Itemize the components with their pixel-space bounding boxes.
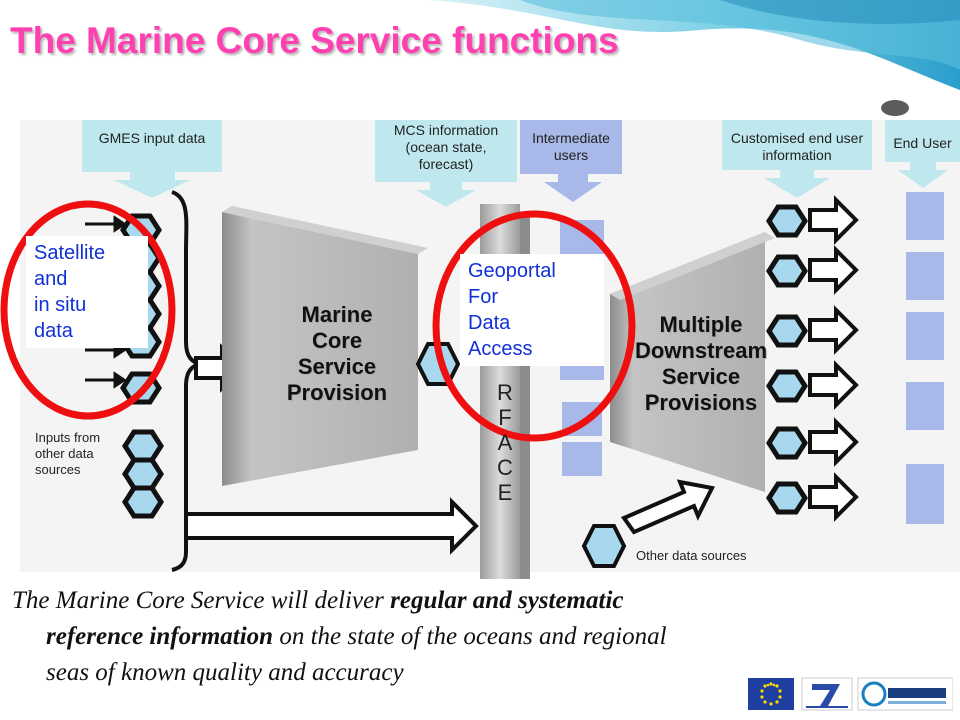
- interface-letter: C: [497, 455, 513, 480]
- eu-flag-logo: [748, 678, 794, 710]
- callout-geoportal-line4: Access: [468, 338, 533, 360]
- callout-geoportal-line3: Data: [468, 312, 511, 334]
- interface-letters: R F A C E: [485, 380, 525, 505]
- block-downstream-line3: Service: [661, 364, 741, 389]
- callout-satellite-line3: in situ: [34, 294, 87, 316]
- block-downstream-provisions: Multiple Downstream Service Provisions: [616, 312, 786, 416]
- end-user-stack: [906, 192, 944, 524]
- header-mcs-information-box: [375, 120, 517, 207]
- callout-satellite-line1: Satellite: [34, 242, 106, 264]
- caption-line1: The Marine Core Service will deliver reg…: [12, 583, 942, 619]
- interface-letter: R: [497, 380, 513, 405]
- output-hexagons: [766, 204, 808, 515]
- bypass-arrow: [184, 497, 479, 555]
- block-downstream-line2: Downstream: [634, 338, 768, 363]
- header-end-user-box: [885, 120, 960, 188]
- caption-part1: The Marine Core Service will deliver: [12, 587, 391, 614]
- other-sources-arrow: [620, 479, 715, 535]
- block-mcs-line2: Core: [311, 328, 363, 353]
- caption-part2: on the state of the oceans and regional: [273, 623, 667, 650]
- caption-bold1: regular and systematic: [390, 587, 624, 614]
- header-end-user: End User: [893, 135, 952, 151]
- interface-letter: F: [498, 405, 512, 430]
- block-downstream-line1: Multiple: [659, 312, 743, 337]
- mcs-funnel-shape: [222, 212, 418, 486]
- header-gmes-input-box: [82, 120, 222, 198]
- page-title: The Marine Core Service functions: [10, 20, 619, 61]
- geoportal-highlight-ring: [432, 210, 636, 442]
- callout-geoportal-line1: Geoportal: [468, 260, 556, 282]
- input-hexagons-bottom: [122, 429, 164, 519]
- header-intermediate-users-box: [520, 120, 622, 202]
- output-arrows: [808, 195, 859, 522]
- block-mcs-provision: Marine Core Service Provision: [262, 302, 412, 406]
- header-gmes-input: GMES input data: [98, 130, 206, 146]
- mcs-diagram: GMES input data MCS information (ocean s…: [0, 112, 960, 582]
- interface-letter: E: [497, 480, 513, 505]
- caption-line2: reference information on the state of th…: [12, 619, 942, 655]
- label-other-data-sources: Other data sources: [636, 548, 747, 563]
- callout-geoportal-line2: For: [468, 286, 498, 308]
- caption-line3: seas of known quality and accuracy: [46, 659, 404, 686]
- callout-geoportal: Geoportal For Data Access: [460, 254, 604, 366]
- label-inputs-other-sources: Inputs from other data sources: [35, 430, 101, 477]
- other-sources-hexagon: [581, 524, 627, 568]
- downstream-funnel-shape: [610, 232, 765, 492]
- header-customised-end-user-box: [722, 120, 872, 198]
- block-mcs-line1: Marine: [301, 302, 373, 327]
- satellite-highlight-ring: [0, 200, 176, 420]
- callout-satellite-data: Satellite and in situ data: [26, 236, 148, 348]
- block-mcs-line4: Provision: [286, 380, 388, 405]
- header-customised-end-user: Customised end user information: [730, 130, 864, 163]
- block-mcs-line3: Service: [297, 354, 377, 379]
- ocean-background-image: [0, 0, 960, 116]
- header-intermediate-users: Intermediate users: [532, 130, 610, 163]
- caption-text: The Marine Core Service will deliver reg…: [12, 583, 942, 691]
- interface-letter: A: [497, 430, 513, 455]
- footer-logos: [748, 677, 953, 711]
- block-downstream-line4: Provisions: [644, 390, 758, 415]
- header-mcs-information: MCS information (ocean state, forecast): [393, 122, 499, 172]
- callout-satellite-line4: data: [34, 320, 73, 342]
- caption-bold2: reference information: [46, 623, 274, 650]
- callout-satellite-line2: and: [34, 268, 68, 290]
- gmes-logo: [857, 677, 953, 711]
- fp7-logo: [801, 677, 853, 711]
